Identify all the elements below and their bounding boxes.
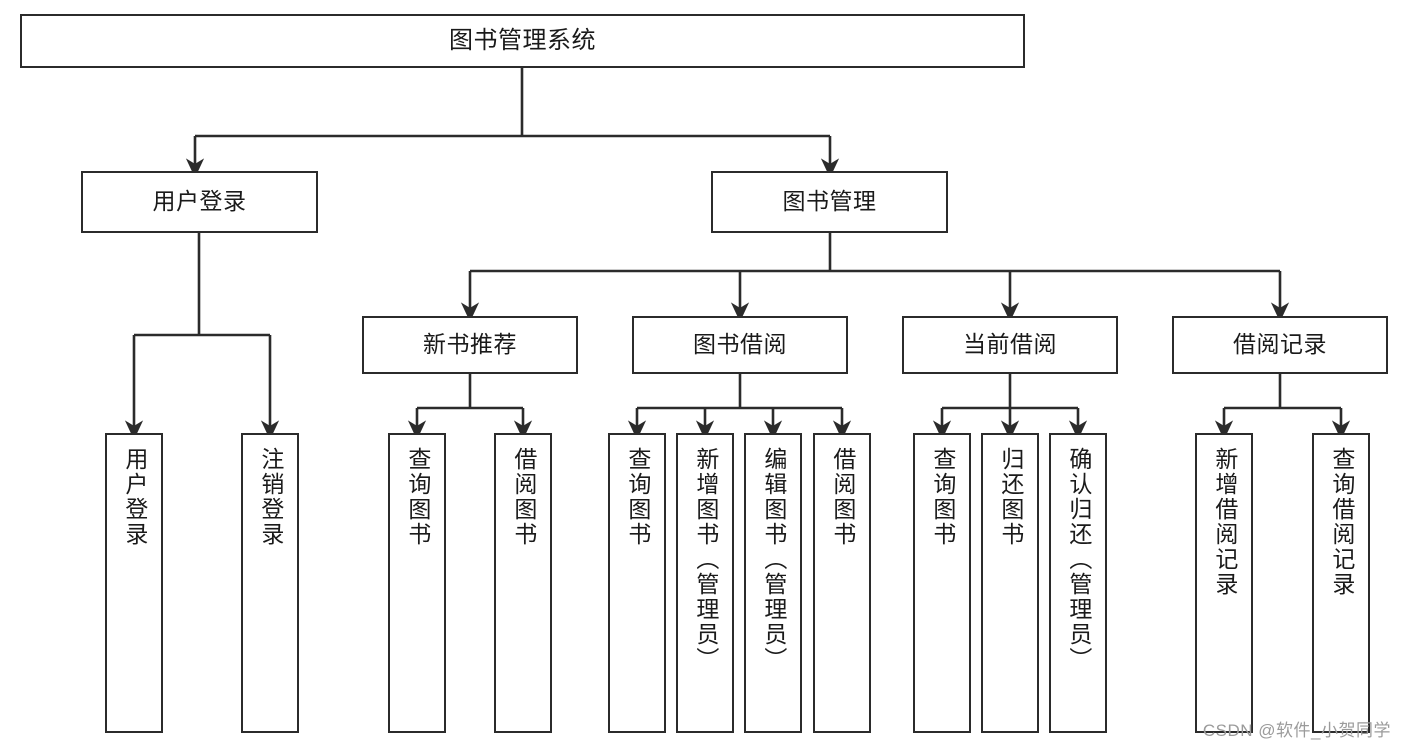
watermark-text: CSDN @软件_小贺同学 [1202,721,1391,740]
leaf-current-confirm-return[interactable]: 确认归还（管理员） [1049,433,1107,733]
node-book-borrow[interactable]: 图书借阅 [632,316,848,374]
leaf-recommend-borrow-book[interactable]: 借阅图书 [494,433,552,733]
node-user-login-label: 用户登录 [152,188,247,215]
leaf-current-query-book[interactable]: 查询图书 [913,433,971,733]
node-current-borrow[interactable]: 当前借阅 [902,316,1118,374]
node-root[interactable]: 图书管理系统 [20,14,1025,68]
leaf-current-return-book-label: 归还图书 [997,447,1024,547]
leaf-current-confirm-return-label: 确认归还（管理员） [1065,447,1092,672]
node-current-borrow-label: 当前借阅 [963,331,1057,358]
leaf-records-query-record-label: 查询借阅记录 [1328,447,1355,597]
leaf-borrow-edit-book[interactable]: 编辑图书（管理员） [744,433,802,733]
leaf-user-login-logout-label: 注销登录 [257,447,284,547]
leaf-borrow-borrow-book[interactable]: 借阅图书 [813,433,871,733]
leaf-borrow-add-book[interactable]: 新增图书（管理员） [676,433,734,733]
node-book-borrow-label: 图书借阅 [693,331,787,358]
node-borrow-records[interactable]: 借阅记录 [1172,316,1388,374]
node-book-management-label: 图书管理 [782,188,877,215]
node-new-book-recommend[interactable]: 新书推荐 [362,316,578,374]
leaf-borrow-edit-book-label: 编辑图书（管理员） [760,447,787,672]
leaf-borrow-add-book-label: 新增图书（管理员） [692,447,719,672]
leaf-user-login-login-label: 用户登录 [121,447,148,547]
leaf-current-query-book-label: 查询图书 [929,447,956,547]
node-new-book-recommend-label: 新书推荐 [423,331,517,358]
leaf-records-add-record[interactable]: 新增借阅记录 [1195,433,1253,733]
node-root-label: 图书管理系统 [449,26,596,54]
node-book-management[interactable]: 图书管理 [711,171,948,233]
leaf-borrow-query-book[interactable]: 查询图书 [608,433,666,733]
leaf-records-query-record[interactable]: 查询借阅记录 [1312,433,1370,733]
leaf-recommend-borrow-book-label: 借阅图书 [510,447,537,547]
leaf-current-return-book[interactable]: 归还图书 [981,433,1039,733]
leaf-borrow-borrow-book-label: 借阅图书 [829,447,856,547]
node-user-login[interactable]: 用户登录 [81,171,318,233]
leaf-recommend-query-book[interactable]: 查询图书 [388,433,446,733]
leaf-recommend-query-book-label: 查询图书 [404,447,431,547]
leaf-user-login-login[interactable]: 用户登录 [105,433,163,733]
leaf-borrow-query-book-label: 查询图书 [624,447,651,547]
leaf-records-add-record-label: 新增借阅记录 [1211,447,1238,597]
leaf-user-login-logout[interactable]: 注销登录 [241,433,299,733]
node-borrow-records-label: 借阅记录 [1233,331,1327,358]
